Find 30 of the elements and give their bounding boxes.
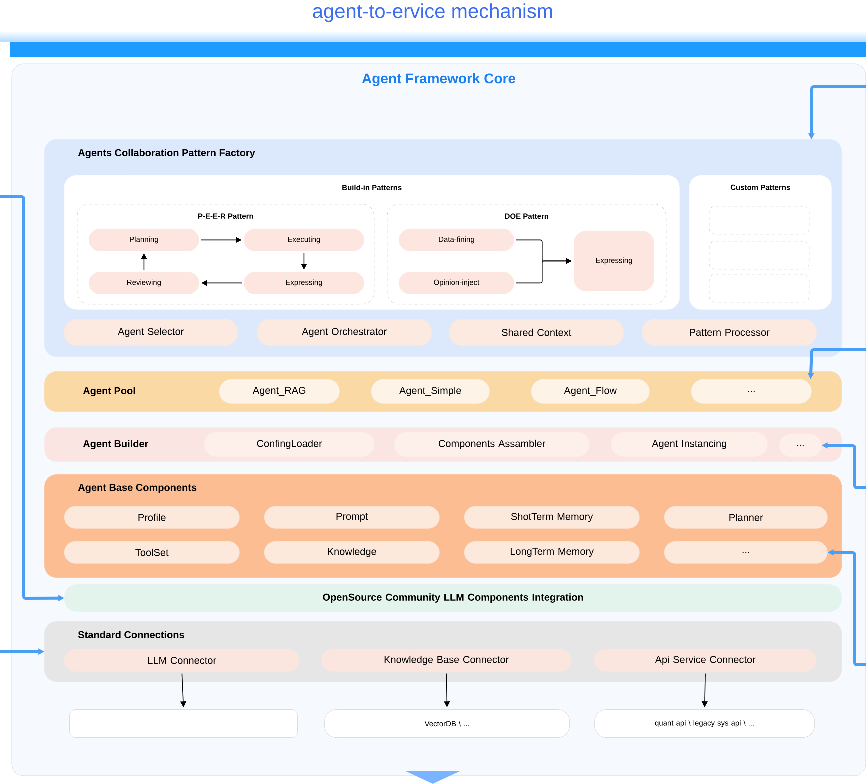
component-pill: Agent_Simple bbox=[371, 379, 490, 404]
component-pill: Agent Orchestrator bbox=[257, 319, 432, 346]
component-pill: ... bbox=[664, 541, 828, 564]
provider-box bbox=[70, 710, 298, 738]
component-pill: Components Assambler bbox=[394, 432, 590, 457]
arrow bbox=[516, 258, 572, 284]
placeholder-box bbox=[709, 206, 810, 235]
title: agent-to-ervice mechanism bbox=[313, 4, 552, 22]
arrow bbox=[201, 237, 242, 244]
component-pill: Agent_Flow bbox=[531, 379, 650, 404]
layer-band: OpenSource Community LLM Components Integration bbox=[64, 584, 842, 612]
connector-pill: Knowledge Base Connector bbox=[321, 649, 572, 672]
component-pill: LongTerm Memory bbox=[464, 541, 640, 564]
connector-pill: LLM Connector bbox=[64, 649, 300, 672]
component-pill: Agent Instancing bbox=[611, 432, 768, 457]
component-pill: ConfingLoader bbox=[204, 432, 375, 457]
placeholder-box bbox=[709, 274, 810, 303]
component-pill: Profile bbox=[64, 506, 240, 529]
component-pill: Knowledge bbox=[264, 541, 440, 564]
component-pill: Prompt bbox=[264, 506, 440, 529]
component-pill: Planner bbox=[664, 506, 828, 529]
component-pill: ... bbox=[691, 379, 812, 404]
component-pill: ToolSet bbox=[64, 541, 240, 564]
component-pill: Shared Context bbox=[449, 319, 624, 346]
component-pill: Agent_RAG bbox=[219, 379, 340, 404]
placeholder-box bbox=[709, 241, 810, 270]
component-pill: Agent Selector bbox=[64, 319, 238, 346]
component-pill: Pattern Processor bbox=[642, 319, 817, 346]
connector-pill: Api Service Connector bbox=[594, 649, 817, 672]
component-pill: ShotTerm Memory bbox=[464, 506, 640, 529]
